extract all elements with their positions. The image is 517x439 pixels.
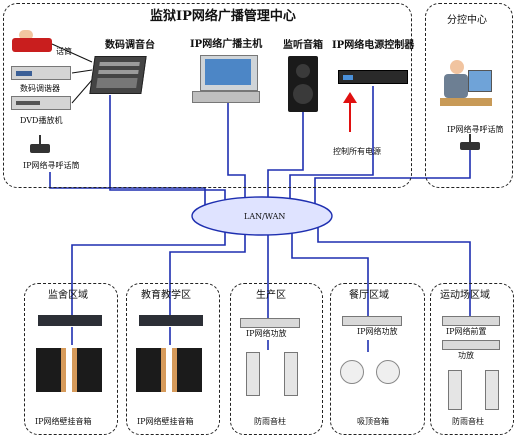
zone-education-speaker-right [172, 348, 202, 392]
power-note: 控制所有电源 [333, 147, 381, 156]
zone-production [230, 283, 323, 435]
zone-dining-ceiling-right [376, 360, 400, 384]
branch-operator [440, 60, 492, 108]
link-zone-1 [71, 228, 226, 315]
microphone-podium [12, 30, 52, 52]
lan-wan-cloud [191, 196, 333, 236]
zone-education-speaker-left [136, 348, 166, 392]
zone-dining [330, 283, 425, 435]
zone-dormitory-device-label: IP网络壁挂音箱 [35, 417, 92, 426]
link-zone-4 [291, 230, 369, 316]
digital-tuner [11, 66, 71, 80]
zone-production-title: 生产区 [256, 290, 286, 301]
branch-zone [425, 3, 513, 188]
zone-sports-column-left [448, 370, 462, 410]
zone-dormitory-title: 监舍区域 [48, 290, 88, 301]
dvd-player-label: DVD播放机 [20, 116, 63, 125]
zone-sports-device-label: 防雨音柱 [452, 417, 484, 426]
zone-education-switch [139, 315, 203, 326]
power-controller-label: IP网络电源控制器 [332, 40, 415, 51]
zone-dining-device-label: 吸顶音箱 [357, 417, 389, 426]
zone-dining-ceiling-left [340, 360, 364, 384]
network-label: LAN/WAN [244, 212, 286, 221]
zone-sports-preamp [442, 316, 500, 326]
monitor-label: 监听音箱 [283, 40, 323, 51]
branch-title: 分控中心 [447, 15, 487, 26]
zone-dormitory-switch [38, 315, 102, 326]
zone-education-title: 教育教学区 [141, 290, 191, 301]
control-center-title: 监狱IP网络广播管理中心 [150, 9, 296, 24]
zone-sports-title: 运动场区域 [440, 290, 490, 301]
power-controller [338, 70, 408, 84]
audio-mixer [89, 56, 147, 94]
branch-paging-mic [460, 134, 480, 150]
microphone-label: 话筒 [56, 47, 72, 56]
zone-education-device-label: IP网络壁挂音箱 [137, 417, 194, 426]
paging-mic-label: IP网络寻呼话筒 [23, 161, 80, 170]
monitor-speaker [288, 56, 318, 112]
link-branch [314, 150, 471, 205]
zone-production-amp [240, 318, 300, 328]
control-center-zone [3, 3, 412, 188]
paging-mic-device [30, 135, 50, 153]
zone-dining-amp [342, 316, 402, 326]
zone-dining-amp-label: IP网络功放 [357, 327, 398, 336]
branch-mic-label: IP网络寻呼话筒 [447, 125, 504, 134]
digital-tuner-label: 数码调谐器 [20, 84, 60, 93]
dvd-player [11, 96, 71, 110]
zone-production-amp-label: IP网络功放 [246, 329, 287, 338]
control-arrow-head [343, 92, 357, 103]
zone-production-column-right [284, 352, 298, 396]
zone-sports-amp-label: 功放 [458, 351, 474, 360]
zone-dormitory [24, 283, 118, 435]
zone-sports [430, 283, 514, 435]
link-paging-mic [49, 172, 206, 205]
zone-education [126, 283, 220, 435]
zone-sports-column-right [485, 370, 499, 410]
zone-production-device-label: 防雨音柱 [254, 417, 286, 426]
zone-dormitory-speaker-right [72, 348, 102, 392]
zone-sports-amp [442, 340, 500, 350]
link-monitor [267, 112, 304, 200]
zone-production-column-left [246, 352, 260, 396]
link-mixer [109, 95, 226, 203]
zone-dormitory-speaker-left [36, 348, 66, 392]
mixer-label: 数码调音台 [105, 40, 155, 51]
link-zone-2 [169, 232, 246, 316]
broadcast-host [192, 55, 262, 103]
zone-dining-title: 餐厅区域 [349, 290, 389, 301]
host-label: IP网络广播主机 [190, 39, 263, 50]
zone-sports-preamp-label: IP网络前置 [446, 327, 487, 336]
link-zone-5 [317, 226, 471, 316]
